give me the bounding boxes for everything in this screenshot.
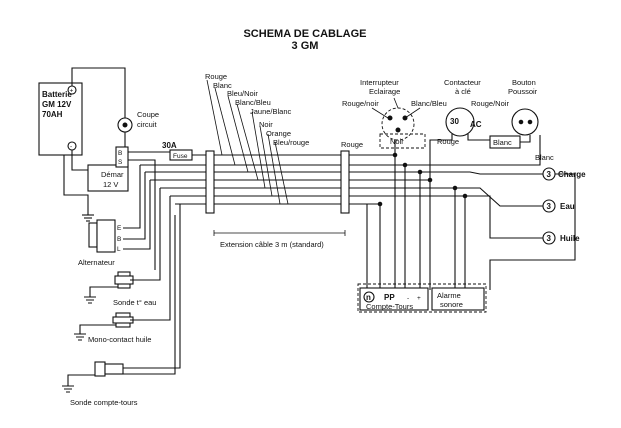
tach-symbol: n [366,293,371,302]
wire-label-noir-box: Noir [390,137,404,146]
oil-pressure-switch: Mono-contact huile [88,312,151,344]
alt-terminal-l: L [117,246,121,253]
push-button-label-1: Bouton [512,78,536,87]
water-temp-sensor: Sonde t° eau [113,271,156,307]
alt-terminal-b: B [117,236,121,243]
push-button-label-2: Poussoir [508,87,538,96]
wire-label-blanc-right: Blanc [535,153,554,162]
battery: Batterie GM 12V 70AH + - [38,82,83,156]
key-pos-ac: AC [470,120,482,129]
breaker-label-2: circuit [137,120,158,129]
wire-label-blanc: Blanc [213,81,232,90]
diagram-title: SCHEMA DE CABLAGE [243,28,366,40]
light-switch: Interrupteur Eclairage [360,78,415,141]
switch-panel-box [379,133,426,149]
fuse-label: Fuse [173,153,188,160]
diagram-subtitle: 3 GM [292,40,319,52]
harness-connector-right [340,150,350,214]
svg-text:3: 3 [547,202,552,211]
tach-sensor-label: Sonde compte-tours [70,398,138,407]
alternator: E B L Alternateur [78,219,122,267]
key-switch-label-1: Contacteur [444,78,481,87]
light-switch-label-1: Interrupteur [360,78,399,87]
alt-terminal-e: E [117,225,122,232]
svg-text:3: 3 [547,234,552,243]
light-switch-label-2: Eclairage [369,87,400,96]
battery-label-1: Batterie [42,90,72,99]
tach-pp: PP [384,293,395,302]
extension-label: Extension câble 3 m (standard) [220,240,324,249]
starter-terminal-s: S [118,159,123,166]
battery-label-3: 70AH [42,110,63,119]
water-temp-label: Sonde t° eau [113,298,156,307]
alarm-box: Alarme sonore [431,287,485,311]
wire-label-blanc-box: Blanc [493,138,512,147]
tach-label: Compte-Tours [366,302,413,311]
wire-label-orange: Orange [266,129,291,138]
wire-label-bleu-noir: Bleu/Noir [227,89,258,98]
svg-text:3: 3 [547,170,552,179]
oil-indicator: 3 Huile [542,231,580,245]
battery-minus-sign: - [70,144,72,151]
wire-label-bleu-rouge: Bleu/rouge [273,138,309,147]
oil-label: Huile [560,234,580,243]
starter-motor: B S Démar 12 V [87,146,129,192]
key-switch-label-2: à clé [455,87,471,96]
fuse: 30A Fuse [162,141,193,161]
key-pos-30: 30 [450,117,459,126]
alternator-label: Alternateur [78,258,115,267]
oil-switch-label: Mono-contact huile [88,335,151,344]
alarm-label-1: Alarme [437,291,461,300]
water-indicator: 3 Eau [542,199,575,213]
wire-label-blanc-bleu-top: Blanc/Bleu [411,99,447,108]
breaker-label-1: Coupe [137,110,159,119]
starter-terminal-b: B [118,150,122,157]
wire-label-rouge: Rouge [205,72,227,81]
tach-minus: - [407,295,409,302]
harness-connector-left [205,150,215,214]
fuse-rating: 30A [162,141,177,150]
battery-label-2: GM 12V [42,100,72,109]
tachometer-box: n PP - + Compte-Tours [357,283,487,313]
tach-plus: + [417,295,421,302]
wire-label-jaune-blanc: Jaune/Blanc [250,107,292,116]
wire-label-rouge-noir-left: Rouge/noir [342,99,379,108]
push-button: Bouton Poussoir [508,78,539,136]
wire-label-blanc-bleu: Blanc/Bleu [235,98,271,107]
key-switch: Contacteur à clé 30 AC [444,78,482,137]
water-label: Eau [560,202,575,211]
circuit-breaker: Coupe circuit [117,110,159,133]
alarm-label-2: sonore [440,300,463,309]
battery-plus-sign: + [70,88,74,95]
starter-label-2: 12 V [103,180,118,189]
wire-label-rouge-small: Rouge [437,137,459,146]
wire-label-rouge-noir-right: Rouge/Noir [471,99,509,108]
tach-sensor: Sonde compte-tours [70,361,138,407]
starter-label-1: Démar [101,170,124,179]
wire-label-rouge-mid: Rouge [341,140,363,149]
wire-label-noir: Noir [259,120,273,129]
